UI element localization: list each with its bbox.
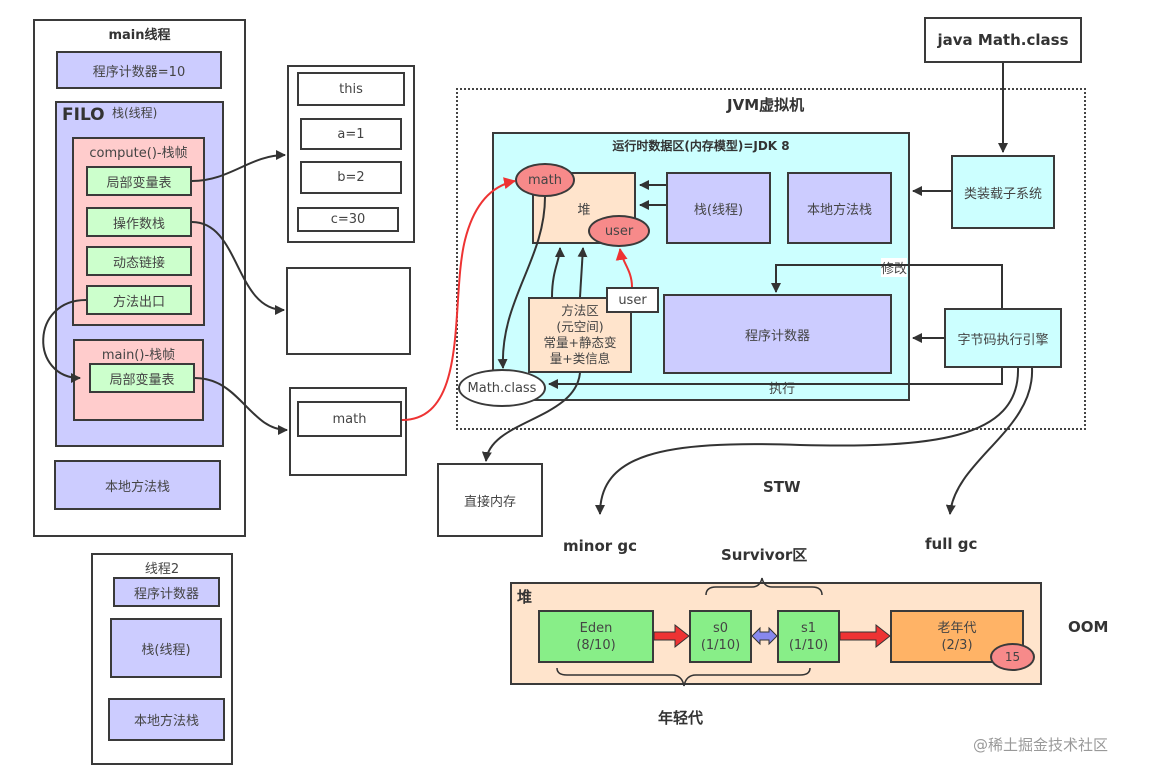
source-class-file[interactable]: java Math.class	[924, 17, 1082, 63]
thread2-native-stack-label: 本地方法栈	[133, 714, 199, 729]
source-class-file-label: java Math.class	[937, 31, 1069, 49]
thread2-title: 线程2	[144, 562, 180, 577]
method-area-line-4: 量+类信息	[549, 351, 611, 366]
watermark: @稀土掘金技术社区	[973, 736, 1109, 754]
full-gc-label: full gc	[925, 535, 978, 553]
old-gen-ratio: (2/3)	[941, 637, 973, 653]
var-c[interactable]: c=30	[297, 207, 399, 232]
main-frame-title: main()-栈帧	[101, 348, 176, 363]
var-b[interactable]: b=2	[300, 161, 402, 194]
heap-object-user-label: user	[604, 223, 634, 239]
jvm-stack[interactable]: 栈(线程)	[666, 172, 771, 244]
method-area-line-3: 常量+静态变	[543, 335, 617, 350]
edge-label-execute: 执行	[769, 382, 796, 397]
main-native-stack[interactable]: 本地方法栈	[54, 460, 221, 510]
var-a[interactable]: a=1	[300, 118, 402, 150]
main-program-counter-label: 程序计数器=10	[92, 64, 186, 80]
jvm-native-stack[interactable]: 本地方法栈	[787, 172, 892, 244]
var-math[interactable]: math	[297, 401, 402, 437]
direct-memory-label: 直接内存	[463, 494, 516, 510]
method-area-line-1: 方法区	[561, 303, 599, 318]
jvm-stack-label: 栈(线程)	[693, 202, 744, 218]
compute-return-address-label: 方法出口	[112, 294, 165, 310]
minor-gc-label: minor gc	[563, 537, 638, 555]
compute-local-vars-label: 局部变量表	[106, 175, 172, 191]
edge-label-modify: 修改	[881, 258, 908, 277]
main-local-vars-label: 局部变量表	[109, 372, 175, 388]
main-stack-label: 栈(线程)	[112, 106, 158, 120]
s0-space[interactable]: s0 (1/10)	[689, 610, 752, 663]
compute-dynamic-link[interactable]: 动态链接	[86, 246, 192, 276]
compute-frame-title: compute()-栈帧	[89, 146, 188, 161]
jvm-native-stack-label: 本地方法栈	[806, 202, 872, 218]
method-area-user-ref[interactable]: user	[606, 287, 659, 313]
compute-local-vars[interactable]: 局部变量表	[86, 166, 192, 196]
direct-memory[interactable]: 直接内存	[437, 463, 543, 537]
s1-space[interactable]: s1 (1/10)	[777, 610, 840, 663]
thread2-program-counter[interactable]: 程序计数器	[113, 577, 220, 607]
compute-return-address[interactable]: 方法出口	[86, 285, 192, 315]
eden-name: Eden	[579, 620, 613, 636]
var-this[interactable]: this	[297, 72, 405, 106]
oom-label: OOM	[1068, 618, 1109, 636]
compute-operand-stack[interactable]: 操作数栈	[86, 207, 192, 237]
age-threshold-badge: 15	[990, 643, 1035, 671]
eden-space[interactable]: Eden (8/10)	[538, 610, 654, 663]
heap-object-math[interactable]: math	[515, 163, 575, 197]
class-loader-subsystem-label: 类装载子系统	[963, 186, 1042, 202]
main-program-counter[interactable]: 程序计数器=10	[56, 51, 222, 89]
heap-object-user[interactable]: user	[588, 215, 650, 247]
jvm-title: JVM虚拟机	[727, 96, 805, 114]
s1-ratio: (1/10)	[788, 637, 829, 653]
math-class-node[interactable]: Math.class	[458, 369, 546, 407]
runtime-data-area-title: 运行时数据区(内存模型)=JDK 8	[612, 139, 790, 153]
eden-ratio: (8/10)	[576, 637, 616, 653]
age-threshold-value: 15	[1004, 650, 1021, 664]
method-area-line-2: (元空间)	[556, 319, 604, 334]
heap-label: 堆	[577, 202, 591, 218]
compute-dynamic-link-label: 动态链接	[112, 255, 165, 271]
math-class-node-label: Math.class	[467, 380, 537, 396]
thread2-stack[interactable]: 栈(线程)	[110, 618, 222, 678]
bytecode-exec-engine[interactable]: 字节码执行引擎	[944, 308, 1062, 368]
compute-operand-stack-label: 操作数栈	[112, 216, 165, 232]
operand-stack-box	[286, 267, 411, 355]
var-a-label: a=1	[337, 126, 365, 142]
survivor-label: Survivor区	[721, 546, 808, 564]
main-local-vars[interactable]: 局部变量表	[89, 363, 195, 393]
s0-ratio: (1/10)	[700, 637, 741, 653]
var-this-label: this	[339, 81, 363, 97]
thread2-native-stack[interactable]: 本地方法栈	[108, 698, 225, 741]
bytecode-exec-engine-label: 字节码执行引擎	[957, 332, 1049, 348]
class-loader-subsystem[interactable]: 类装载子系统	[951, 155, 1055, 229]
thread2-program-counter-label: 程序计数器	[133, 586, 199, 602]
filo-label: FILO	[62, 105, 105, 125]
s1-name: s1	[800, 620, 817, 636]
main-thread-title: main线程	[108, 28, 171, 43]
jvm-program-counter-label: 程序计数器	[744, 328, 810, 344]
method-area-user-ref-label: user	[618, 292, 647, 308]
jvm-program-counter[interactable]: 程序计数器	[663, 294, 892, 374]
heap-object-math-label: math	[528, 172, 562, 188]
var-c-label: c=30	[330, 212, 366, 227]
old-gen-name: 老年代	[937, 620, 977, 636]
thread2-stack-label: 栈(线程)	[141, 642, 191, 658]
s0-name: s0	[712, 620, 729, 636]
main-native-stack-label: 本地方法栈	[104, 479, 170, 495]
young-gen-label: 年轻代	[658, 709, 704, 727]
var-math-label: math	[332, 411, 367, 427]
stw-label: STW	[763, 478, 801, 496]
heap-generations-title: 堆	[517, 588, 533, 606]
var-b-label: b=2	[337, 170, 365, 185]
